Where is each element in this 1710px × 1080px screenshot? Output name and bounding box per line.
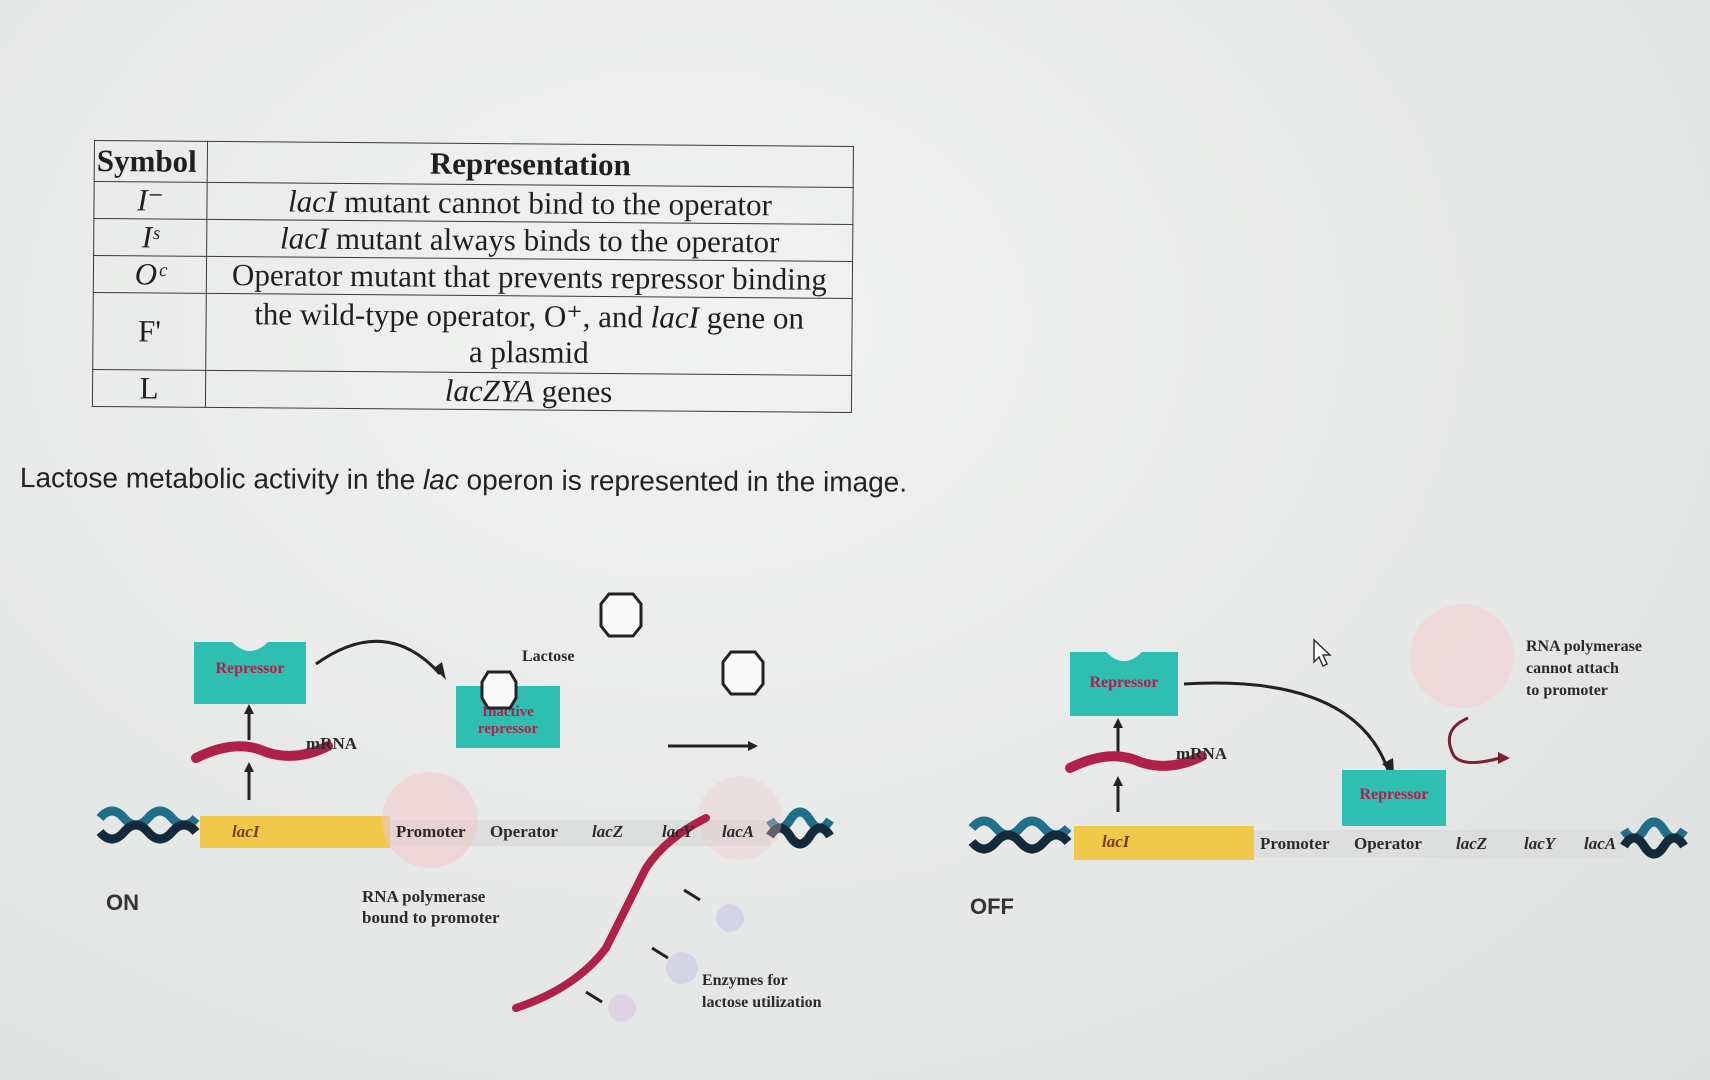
label-line: RNA polymerase (1526, 638, 1642, 655)
curved-arrow-on (315, 639, 442, 676)
operator-label-off: Operator (1354, 834, 1422, 853)
rna-polymerase-on (382, 772, 478, 868)
dna-helix-left-on (96, 806, 200, 844)
inactive-repressor-line: Inactive (482, 704, 534, 720)
lacz-label-off: lacZ (1456, 834, 1488, 853)
blocked-arrow (1447, 716, 1501, 764)
mouse-cursor-icon (1313, 638, 1332, 668)
enzyme-arrow (683, 888, 701, 902)
state-on-label: ON (106, 890, 139, 915)
label-line: cannot attach (1526, 660, 1619, 677)
dna-helix-right-off (1620, 817, 1688, 859)
inactive-repressor-line: repressor (477, 721, 539, 737)
enzyme-arrow (651, 946, 669, 960)
laca-label-on: lacA (722, 822, 755, 841)
rna-polymerase-off (1410, 604, 1514, 708)
laca-label-off: lacA (1584, 834, 1617, 853)
arrowhead (748, 741, 758, 751)
bound-repressor-label: Repressor (1359, 786, 1429, 803)
repressor-notch (232, 642, 268, 651)
operon-segment-off (1254, 830, 1624, 858)
enzyme-shape (608, 994, 636, 1022)
lactose-label: Lactose (522, 648, 575, 665)
promoter-label-off: Promoter (1260, 834, 1330, 853)
arrowhead (1113, 718, 1123, 728)
lactose-shape (721, 650, 765, 696)
rna-polymerase-bound-label: RNA polymerase bound to promoter (362, 886, 500, 928)
operon-mrna (512, 814, 710, 1012)
mrna-on (191, 741, 333, 763)
label-line: RNA polymerase (362, 887, 486, 906)
repressor-label-on: Repressor (194, 660, 306, 678)
enzymes-label: Enzymes for lactose utilization (702, 970, 822, 1014)
laci-gene-on (200, 816, 390, 848)
operator-label-on: Operator (490, 822, 558, 841)
lacz-label-on: lacZ (592, 822, 624, 841)
rna-polymerase-blocked-label: RNA polymerase cannot attach to promoter (1526, 636, 1642, 702)
laci-label-on: lacI (232, 822, 260, 841)
label-line: to promoter (1526, 682, 1608, 699)
label-line: lactose utilization (702, 994, 822, 1011)
dna-helix-right-on (766, 807, 834, 849)
arrowhead (1498, 752, 1510, 764)
enzyme-shape (716, 904, 744, 932)
rna-polymerase-ghost (698, 776, 782, 860)
bound-repressor-shape (1342, 770, 1446, 826)
arrowhead (244, 762, 254, 772)
mrna-label-off: mRNA (1176, 744, 1227, 763)
mrna-off (1065, 751, 1207, 773)
dna-helix-left-off (968, 816, 1072, 854)
lacy-label-on: lacY (662, 822, 694, 841)
repressor-label-off: Repressor (1070, 674, 1178, 692)
enzyme-arrow (585, 990, 603, 1004)
repressor-notch (1106, 652, 1142, 661)
lactose-shape (599, 592, 643, 638)
lacy-label-off: lacY (1524, 834, 1556, 853)
mrna-label-on: mRNA (306, 734, 357, 753)
label-line: Enzymes for (702, 972, 788, 989)
arrowhead (434, 662, 446, 680)
arrowhead (244, 704, 254, 714)
enzyme-shape (666, 952, 698, 984)
arrowhead (1113, 776, 1123, 786)
state-off-label: OFF (970, 894, 1014, 919)
promoter-label-on: Promoter (396, 822, 466, 841)
label-line: bound to promoter (362, 908, 500, 927)
curved-arrow-off (1183, 681, 1390, 771)
laci-gene-off (1074, 826, 1254, 860)
laci-label-off: lacI (1102, 832, 1130, 851)
lactose-bound-shape (480, 670, 518, 710)
